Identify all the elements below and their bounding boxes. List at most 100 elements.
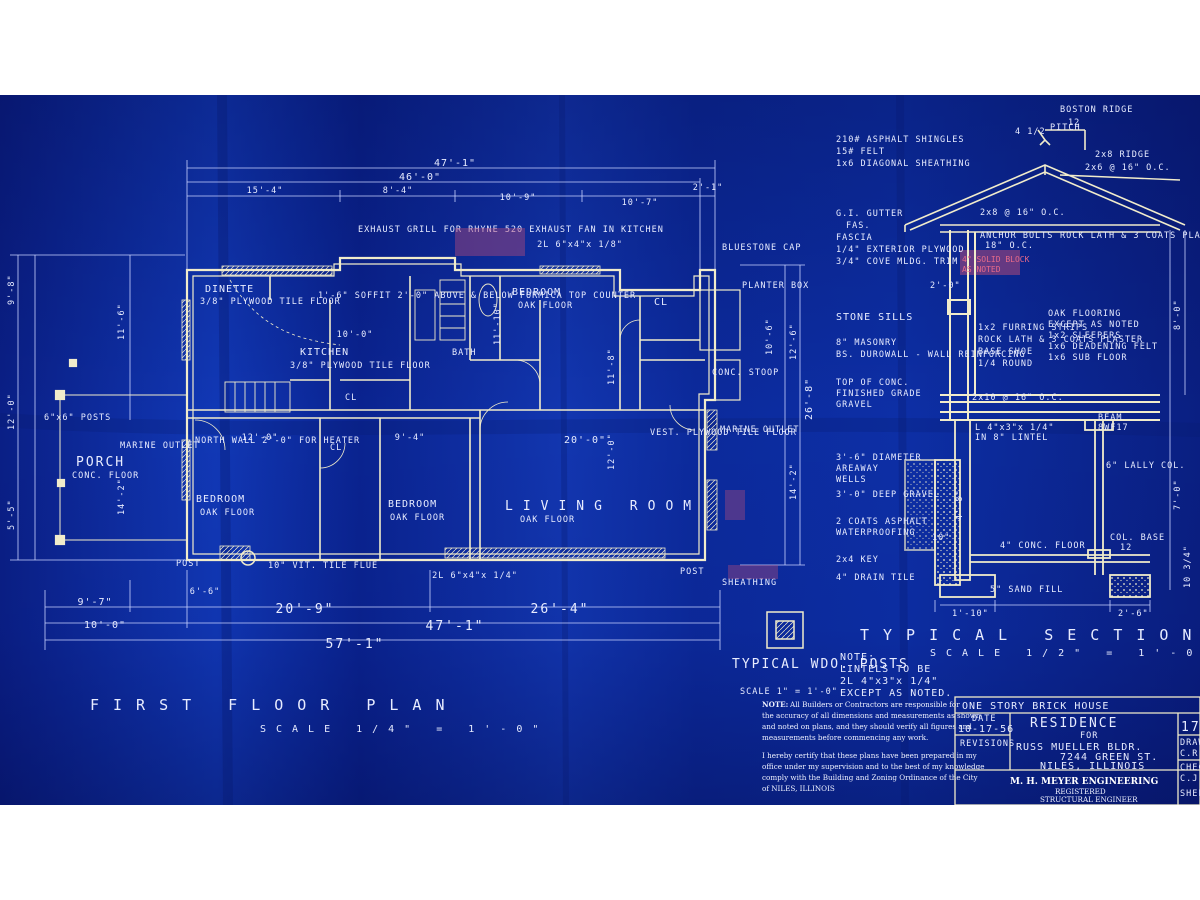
sec-asphalt: WATERPROOFING xyxy=(836,528,916,538)
sec-felt: 15# FELT xyxy=(836,147,885,157)
sec-pitch-4: 4 1/2 xyxy=(1015,127,1046,137)
lintel-note-3: 2L 4"x3"x 1/4" xyxy=(840,676,938,687)
note-line-3: measurements before commencing any work. xyxy=(762,733,928,742)
sec-lally: 6" LALLY COL. xyxy=(1106,461,1186,471)
note-soffit: 1'-6" SOFFIT 2'-0" ABOVE & BELOW FORMICA… xyxy=(318,291,636,301)
note-bluestone: BLUESTONE CAP xyxy=(722,243,802,253)
sec-round: 1/4 ROUND xyxy=(978,359,1033,369)
sec-beam-size: 8WF17 xyxy=(1098,423,1129,433)
tb-side-4: C.J.C xyxy=(1180,774,1200,784)
room-cl3: CL xyxy=(330,443,342,453)
sec-ridge: BOSTON RIDGE xyxy=(1060,105,1133,115)
sec-d-10-3: 10 3/4" xyxy=(1183,545,1193,588)
room-bedroom-ne-floor: OAK FLOOR xyxy=(518,301,573,311)
room-conc-stoop: CONC. STOOP xyxy=(712,368,779,378)
note-line-2: and noted on plans, and they should veri… xyxy=(762,722,972,731)
room-dinette-floor: 3/8" PLYWOOD TILE FLOOR xyxy=(200,297,341,307)
room-porch-floor: CONC. FLOOR xyxy=(72,471,139,481)
wdo-post-detail xyxy=(766,611,804,649)
sec-masonry: 8" MASONRY xyxy=(836,338,897,348)
lintel-top: 2L 6"x4"x 1/8" xyxy=(537,240,623,250)
section-labels: BOSTON RIDGE 12 4 1/2 PITCH 2x8 RIDGE 2x… xyxy=(836,105,1200,659)
floor-plan xyxy=(10,160,805,650)
sec-diameter: 3'-6" DIAMETER xyxy=(836,453,922,463)
dim-seg-left: 15'-4" xyxy=(247,186,284,196)
room-living: LIVING ROOM xyxy=(505,499,701,514)
dim-bed-11-10: 11'-10" xyxy=(493,302,503,345)
lintel-note-1: NOTE: xyxy=(840,652,875,663)
dim-porch: 6'-6" xyxy=(190,587,221,597)
sec-conc-floor: 4" CONC. FLOOR xyxy=(1000,541,1086,551)
typical-section xyxy=(904,129,1186,612)
sec-d-4-8: 4'-8" xyxy=(955,489,965,520)
plan-scale: SCALE 1/4" = 1'-0" xyxy=(260,724,548,735)
sec-rafter: 2x6 @ 16" O.C. xyxy=(1085,163,1171,173)
sec-stone-sills: STONE SILLS xyxy=(836,312,913,323)
tb-side-1: DRAWN xyxy=(1180,738,1200,748)
dim-bottom-right: 26'-4" xyxy=(531,602,590,617)
sec-anchor2: 18" O.C. xyxy=(985,241,1034,251)
cert-line-0: I hereby certify that these plans have b… xyxy=(762,751,978,760)
sec-joist-10: 2x10 @ 16" O.C. xyxy=(972,393,1064,403)
dim-bed2-12-0: 12'-0" xyxy=(242,433,279,443)
sec-d-10: 10" xyxy=(932,533,950,543)
sec-plywood: 1/4" EXTERIOR PLYWOOD xyxy=(836,245,964,255)
sec-col-base-size: 12 xyxy=(1120,543,1132,553)
lintel-note-2: LINTELS TO BE xyxy=(840,664,931,675)
floor-plan-labels: 47'-1" 46'-0" 15'-4" 8'-4" 10'-9" 10'-7"… xyxy=(7,158,951,735)
dim-overall: 47'-1" xyxy=(434,158,476,169)
dim-seg-edge: 2'-1" xyxy=(693,183,724,193)
sec-oak: OAK FLOORING xyxy=(1048,309,1121,319)
section-title: TYPICAL SECTION xyxy=(860,626,1200,644)
sec-sheathing: 1x6 DIAGONAL SHEATHING xyxy=(836,159,971,169)
red-annotations xyxy=(455,228,1020,579)
note-vestibule: VEST. PLYWOOD TILE FLOOR xyxy=(650,428,797,438)
sec-durowall: BS. DUROWALL - WALL REINFORCING xyxy=(836,350,1026,360)
sec-finished-grade: FINISHED GRADE xyxy=(836,389,922,399)
dim-left-5-5: 5'-5" xyxy=(7,499,17,530)
dim-kitchen-10-0: 10'-0" xyxy=(337,330,374,340)
tb-side-5: SHEET xyxy=(1180,789,1200,799)
sec-top-conc: TOP OF CONC. xyxy=(836,378,909,388)
dim-bottom-left: 9'-7" xyxy=(77,597,112,608)
room-cl1: CL xyxy=(654,297,668,308)
room-bedroom-sw: BEDROOM xyxy=(196,494,245,505)
tb-header: ONE STORY BRICK HOUSE xyxy=(962,701,1109,712)
dim-left-11-6: 11'-6" xyxy=(117,303,127,340)
note-label: NOTE: xyxy=(762,700,788,709)
room-kitchen: KITCHEN xyxy=(300,347,349,358)
sec-sand: 5" SAND FILL xyxy=(990,585,1063,595)
room-living-floor: OAK FLOOR xyxy=(520,515,575,525)
note-posts: 6"x6" POSTS xyxy=(44,413,111,423)
sec-deadening: 1x6 DEADENING FELT xyxy=(1048,342,1158,352)
tb-structural: STRUCTURAL ENGINEER xyxy=(1040,795,1138,804)
sec-rock-lath2: ROCK LATH & 3 COATS PLASTER xyxy=(978,335,1143,345)
sec-beam: BEAM xyxy=(1098,413,1122,423)
sec-anchor: ANCHOR BOLTS xyxy=(980,231,1053,241)
note-post-r: POST xyxy=(680,567,704,577)
dim-seg-mid2: 10'-9" xyxy=(500,193,537,203)
tb-date-label: DATE xyxy=(972,714,996,724)
bottom-margin xyxy=(0,805,1200,900)
tb-date: 10-17-56 xyxy=(958,724,1014,735)
sec-key: 2x4 KEY xyxy=(836,555,879,565)
sec-gravel: GRAVEL xyxy=(836,400,873,410)
sec-red-2: AS NOTED xyxy=(962,265,1001,274)
dim-right-14-2: 14'-2" xyxy=(789,463,799,500)
tb-registered: REGISTERED xyxy=(1055,787,1106,796)
dim-hall-9-4: 9'-4" xyxy=(395,433,426,443)
tb-client: RUSS MUELLER BLDR. xyxy=(1016,742,1142,753)
room-cl2: CL xyxy=(345,393,357,403)
room-dinette: DINETTE xyxy=(205,284,254,295)
sec-gutter: G.I. GUTTER xyxy=(836,209,903,219)
dim-seg-right: 10'-7" xyxy=(622,198,659,208)
note-north-wall: NORTH WALL 2'-0" FOR HEATER xyxy=(195,436,360,446)
top-margin xyxy=(0,0,1200,95)
sec-wells: WELLS xyxy=(836,475,867,485)
sec-two-coats: 2 COATS ASPHALT xyxy=(836,517,928,527)
cert-line-2: comply with the Building and Zoning Ordi… xyxy=(762,773,979,782)
dim-bottom-mid: 20'-9" xyxy=(276,602,335,617)
note-line-0: All Builders or Contractors are responsi… xyxy=(789,700,960,709)
lintel-bottom: 2L 6"x4"x 1/4" xyxy=(432,571,518,581)
